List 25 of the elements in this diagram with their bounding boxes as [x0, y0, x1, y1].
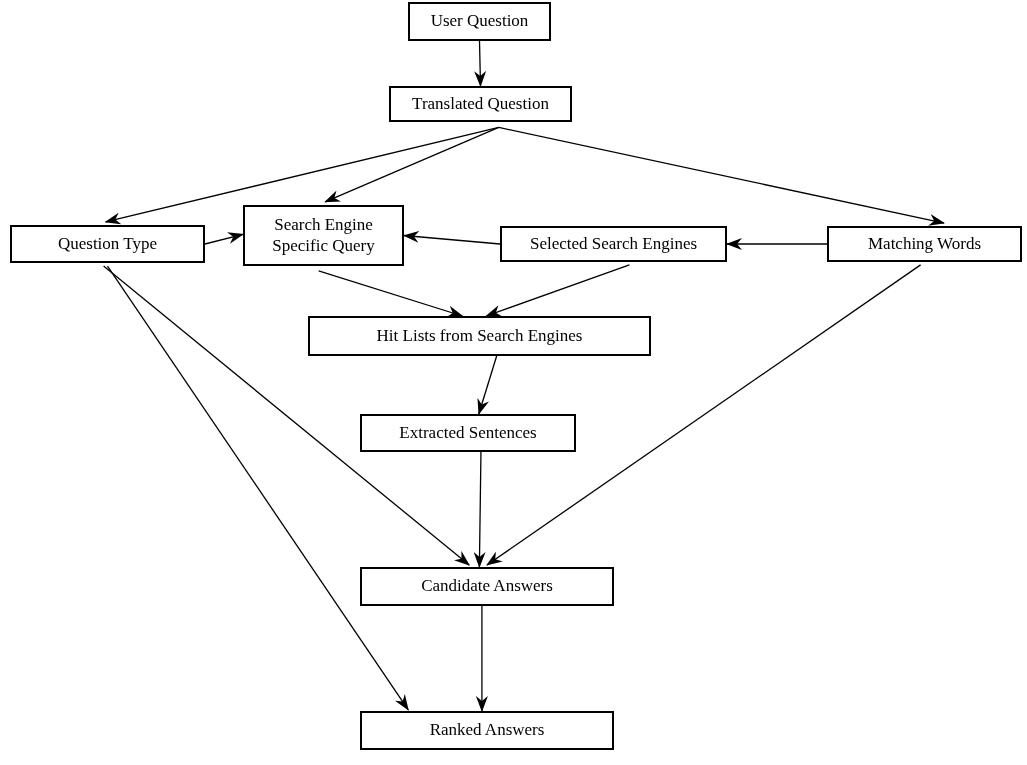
process-box: Hit Lists from Search Engines [308, 316, 651, 356]
arrow [324, 126, 500, 203]
arrow [726, 238, 828, 250]
arrow [477, 355, 498, 415]
arrow [104, 126, 500, 225]
process-box: Ranked Answers [360, 711, 614, 750]
arrow [474, 40, 487, 87]
process-box: Matching Words [827, 226, 1022, 262]
process-box: Extracted Sentences [360, 414, 576, 452]
arrow [473, 451, 486, 568]
arrow [403, 230, 501, 245]
arrow [486, 264, 922, 566]
process-box: Question Type [10, 225, 205, 263]
arrow [102, 265, 470, 566]
process-box: Translated Question [389, 86, 572, 122]
arrow [498, 126, 945, 226]
process-box: Selected Search Engines [500, 226, 727, 262]
process-box: Search Engine Specific Query [243, 205, 404, 266]
arrow [204, 232, 244, 245]
arrow [318, 270, 464, 318]
process-box: User Question [408, 2, 551, 41]
arrow [106, 265, 409, 711]
arrow [485, 264, 631, 317]
process-box: Candidate Answers [360, 567, 614, 606]
arrow [475, 605, 488, 712]
